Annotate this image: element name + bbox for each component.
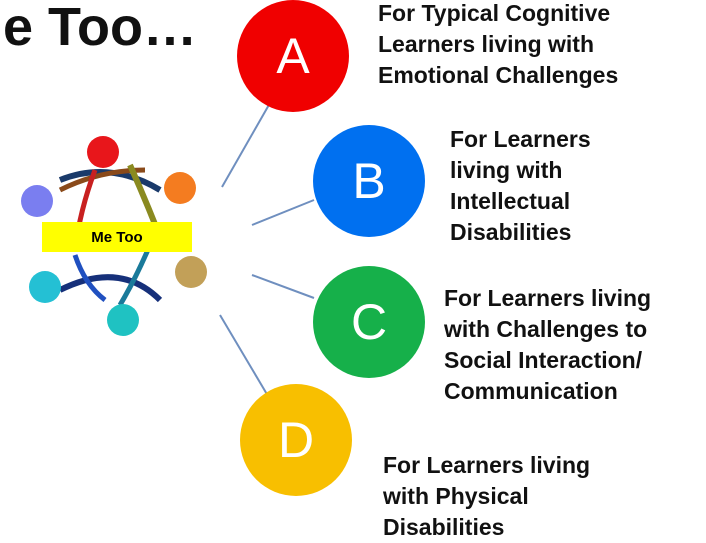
- logo-dot-violet: [21, 185, 53, 217]
- logo-dot-orange: [164, 172, 196, 204]
- circle-b: B: [313, 125, 425, 237]
- option-b-description: For Learners living with Intellectual Di…: [450, 124, 591, 248]
- logo-dot-tan: [175, 256, 207, 288]
- connector-line-b: [251, 199, 315, 226]
- option-c-line-4: Communication: [444, 378, 618, 404]
- circle-d: D: [240, 384, 352, 496]
- circle-b-letter: B: [352, 153, 386, 209]
- logo-swoosh-teal: [117, 244, 153, 307]
- connector-line-d: [219, 314, 269, 397]
- circle-c-letter: C: [350, 294, 388, 350]
- option-b-line-4: Disabilities: [450, 219, 572, 245]
- logo-dot-red: [87, 136, 119, 168]
- option-c-line-1: For Learners living: [444, 285, 652, 311]
- option-d-description: For Learners living with Physical Disabi…: [383, 450, 590, 543]
- connector-line-a: [221, 102, 271, 188]
- option-a-line-1: For Typical Cognitive: [378, 0, 611, 26]
- option-b-line-3: Intellectual: [450, 188, 571, 214]
- slide-title: e Too…: [3, 0, 197, 57]
- option-d-line-3: Disabilities: [383, 514, 505, 540]
- option-a-line-3: Emotional Challenges: [378, 62, 619, 88]
- option-c-line-2: with Challenges to: [444, 316, 648, 342]
- logo-label: Me Too: [42, 222, 192, 252]
- option-c-line-3: Social Interaction/: [444, 347, 643, 373]
- option-a-description: For Typical Cognitive Learners living wi…: [378, 0, 618, 91]
- logo-swoosh-navy: [58, 274, 163, 303]
- logo-swoosh-brown: [58, 167, 146, 193]
- option-c-description: For Learners living with Challenges to S…: [444, 283, 651, 407]
- option-b-line-2: living with: [450, 157, 563, 183]
- logo-dot-teal: [107, 304, 139, 336]
- circle-a: A: [237, 0, 349, 112]
- circle-c: C: [313, 266, 425, 378]
- logo-dot-cyan: [29, 271, 61, 303]
- connector-line-c: [251, 274, 315, 299]
- option-a-line-2: Learners living with: [378, 31, 594, 57]
- option-b-line-1: For Learners: [450, 126, 591, 152]
- circle-d-letter: D: [277, 412, 315, 468]
- option-d-line-1: For Learners living: [383, 452, 591, 478]
- me-too-logo: [21, 136, 207, 336]
- circle-a-letter: A: [276, 28, 310, 84]
- option-d-line-2: with Physical: [383, 483, 529, 509]
- logo-swoosh-blue: [72, 254, 107, 302]
